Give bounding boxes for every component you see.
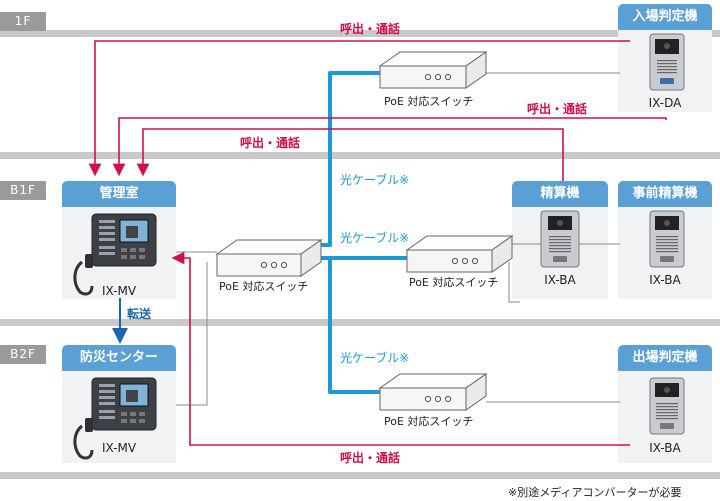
ix-mv-main-unit <box>73 213 157 296</box>
label-ix-ba-exit: IX-BA <box>649 441 681 455</box>
switch-bottom <box>378 373 488 411</box>
room-disaster-center-header: 防災センター <box>62 345 176 371</box>
call-label-2: 呼出・通話 <box>527 102 588 116</box>
switch-top <box>378 51 488 89</box>
room-management-header: 管理室 <box>62 181 176 207</box>
floor-bar-bottom <box>0 472 720 479</box>
call-lines <box>88 40 667 446</box>
switch-bottom-label: PoE 対応スイッチ <box>384 415 474 428</box>
call-label-4: 呼出・通話 <box>340 451 401 465</box>
ix-da-unit <box>649 33 685 91</box>
label-ix-da: IX-DA <box>648 96 682 110</box>
floor-tag-1f: 1F <box>0 12 46 31</box>
floor-bar-b2f <box>0 319 720 326</box>
switch-right-label: PoE 対応スイッチ <box>409 276 499 289</box>
switch-center-label: PoE 対応スイッチ <box>219 280 309 293</box>
label-ix-ba-settlement: IX-BA <box>544 273 576 287</box>
ix-ba-pre-unit <box>649 210 685 268</box>
switch-right <box>405 235 514 273</box>
floor-tag-b2f: B2F <box>0 345 46 364</box>
switch-center <box>215 239 323 277</box>
label-ix-mv-disaster: IX-MV <box>101 441 137 455</box>
fiber-cables <box>321 71 407 394</box>
floor-tag-b1f: B1F <box>0 181 46 200</box>
label-ix-mv-main: IX-MV <box>101 284 137 298</box>
footnote: ※別途メディアコンバーターが必要 <box>508 486 682 499</box>
floor-bar-1f <box>0 30 720 37</box>
call-label-3: 呼出・通話 <box>240 136 301 150</box>
fiber-label-1: 光ケーブル※ <box>340 173 410 187</box>
ix-ba-settlement-unit <box>540 210 580 268</box>
switch-top-label: PoE 対応スイッチ <box>384 95 474 108</box>
floor-bar-b1f <box>0 152 720 159</box>
call-label-1: 呼出・通話 <box>340 22 401 36</box>
room-exit-header: 出場判定機 <box>618 345 712 371</box>
fiber-label-3: 光ケーブル※ <box>340 351 410 365</box>
room-settlement-header: 精算機 <box>512 181 608 207</box>
label-ix-ba-pre: IX-BA <box>649 273 681 287</box>
room-pre-settlement-header: 事前精算機 <box>618 181 712 207</box>
ix-ba-exit-unit <box>649 377 685 435</box>
fiber-label-2: 光ケーブル※ <box>340 231 410 245</box>
room-entrance-header: 入場判定機 <box>618 4 712 30</box>
transfer-label: 転送 <box>127 307 152 321</box>
ix-mv-disaster-unit <box>73 377 157 460</box>
